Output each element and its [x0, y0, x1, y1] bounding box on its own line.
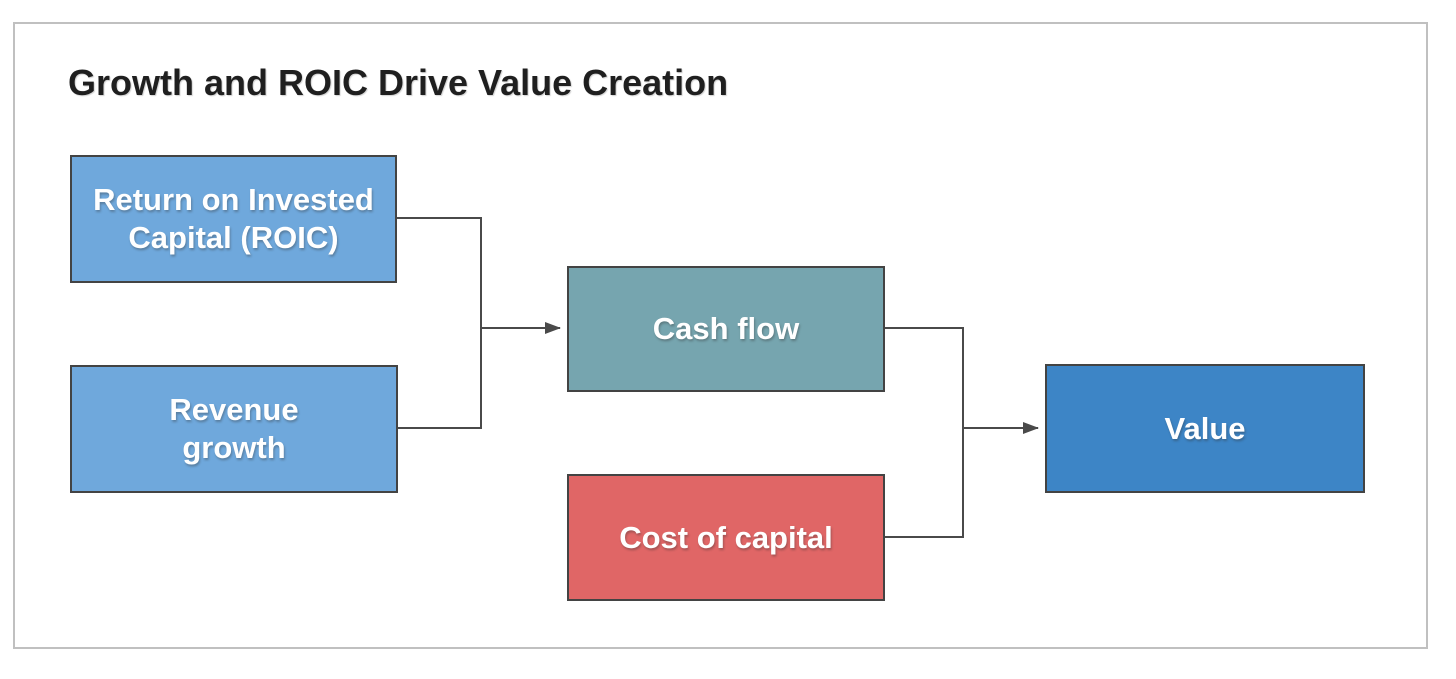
- node-value: Value: [1045, 364, 1365, 493]
- node-revenue-growth: Revenue growth: [70, 365, 398, 493]
- node-cash-flow: Cash flow: [567, 266, 885, 392]
- page-title: Growth and ROIC Drive Value Creation: [68, 62, 729, 103]
- node-return-on-invested-capital: Return on Invested Capital (ROIC): [70, 155, 397, 283]
- node-cost-of-capital: Cost of capital: [567, 474, 885, 601]
